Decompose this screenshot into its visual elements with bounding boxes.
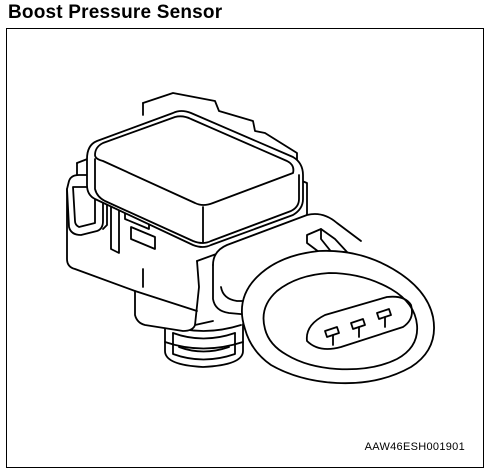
figure-frame: AAW46ESH001901 <box>6 28 484 468</box>
pressure-port <box>164 323 244 368</box>
electrical-connector <box>212 213 435 385</box>
page-title: Boost Pressure Sensor <box>8 2 223 23</box>
figure-code: AAW46ESH001901 <box>364 441 465 453</box>
boost-pressure-sensor-illustration <box>66 92 435 385</box>
sensor-cap <box>86 92 304 248</box>
